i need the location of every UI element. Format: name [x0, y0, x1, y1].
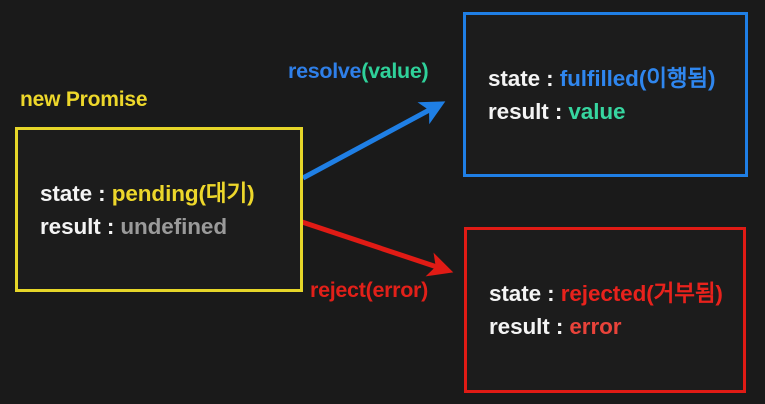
fulfilled-state-separator: :: [540, 65, 560, 91]
rejected-state-row: state : rejected(거부됨): [489, 277, 733, 310]
new-promise-label: new Promise: [20, 88, 148, 111]
pending-state-key: state: [40, 180, 93, 206]
rejected-state-separator: :: [541, 281, 561, 306]
pending-state-box: state : pending(대기) result : undefined: [15, 127, 303, 292]
fulfilled-result-key: result: [488, 98, 549, 124]
resolve-arrow: [301, 101, 446, 181]
fulfilled-state-row: state : fulfilled(이행됨): [488, 62, 735, 95]
fulfilled-result-separator: :: [548, 98, 569, 124]
fulfilled-result-row: result : value: [488, 95, 735, 128]
reject-function-name: reject: [310, 278, 366, 302]
pending-result-value: undefined: [120, 213, 227, 239]
pending-result-key: result: [40, 213, 101, 239]
pending-state-value: pending(대기): [111, 180, 255, 206]
fulfilled-state-key: state: [488, 65, 541, 91]
fulfilled-box-content: state : fulfilled(이행됨) result : value: [488, 62, 735, 128]
rejected-result-key: result: [489, 314, 550, 339]
rejected-state-box: state : rejected(거부됨) result : error: [464, 227, 746, 393]
resolve-argument: (value): [361, 59, 429, 83]
resolve-function-name: resolve: [288, 59, 362, 83]
fulfilled-result-value: value: [568, 98, 626, 124]
rejected-result-separator: :: [549, 314, 570, 339]
rejected-result-value: error: [569, 314, 622, 339]
pending-box-content: state : pending(대기) result : undefined: [40, 177, 290, 243]
fulfilled-state-box: state : fulfilled(이행됨) result : value: [463, 12, 748, 177]
rejected-result-row: result : error: [489, 310, 733, 343]
rejected-box-content: state : rejected(거부됨) result : error: [489, 277, 733, 343]
resolve-transition-label: resolve(value): [288, 59, 429, 84]
reject-argument: (error): [365, 278, 429, 302]
pending-state-separator: :: [92, 180, 112, 206]
reject-transition-label: reject(error): [310, 278, 428, 303]
rejected-state-value: rejected(거부됨): [560, 281, 723, 306]
rejected-state-key: state: [489, 281, 542, 306]
pending-result-row: result : undefined: [40, 210, 290, 243]
fulfilled-state-value: fulfilled(이행됨): [559, 65, 716, 91]
pending-state-row: state : pending(대기): [40, 177, 290, 210]
reject-arrow: [301, 219, 454, 277]
pending-result-separator: :: [100, 213, 121, 239]
